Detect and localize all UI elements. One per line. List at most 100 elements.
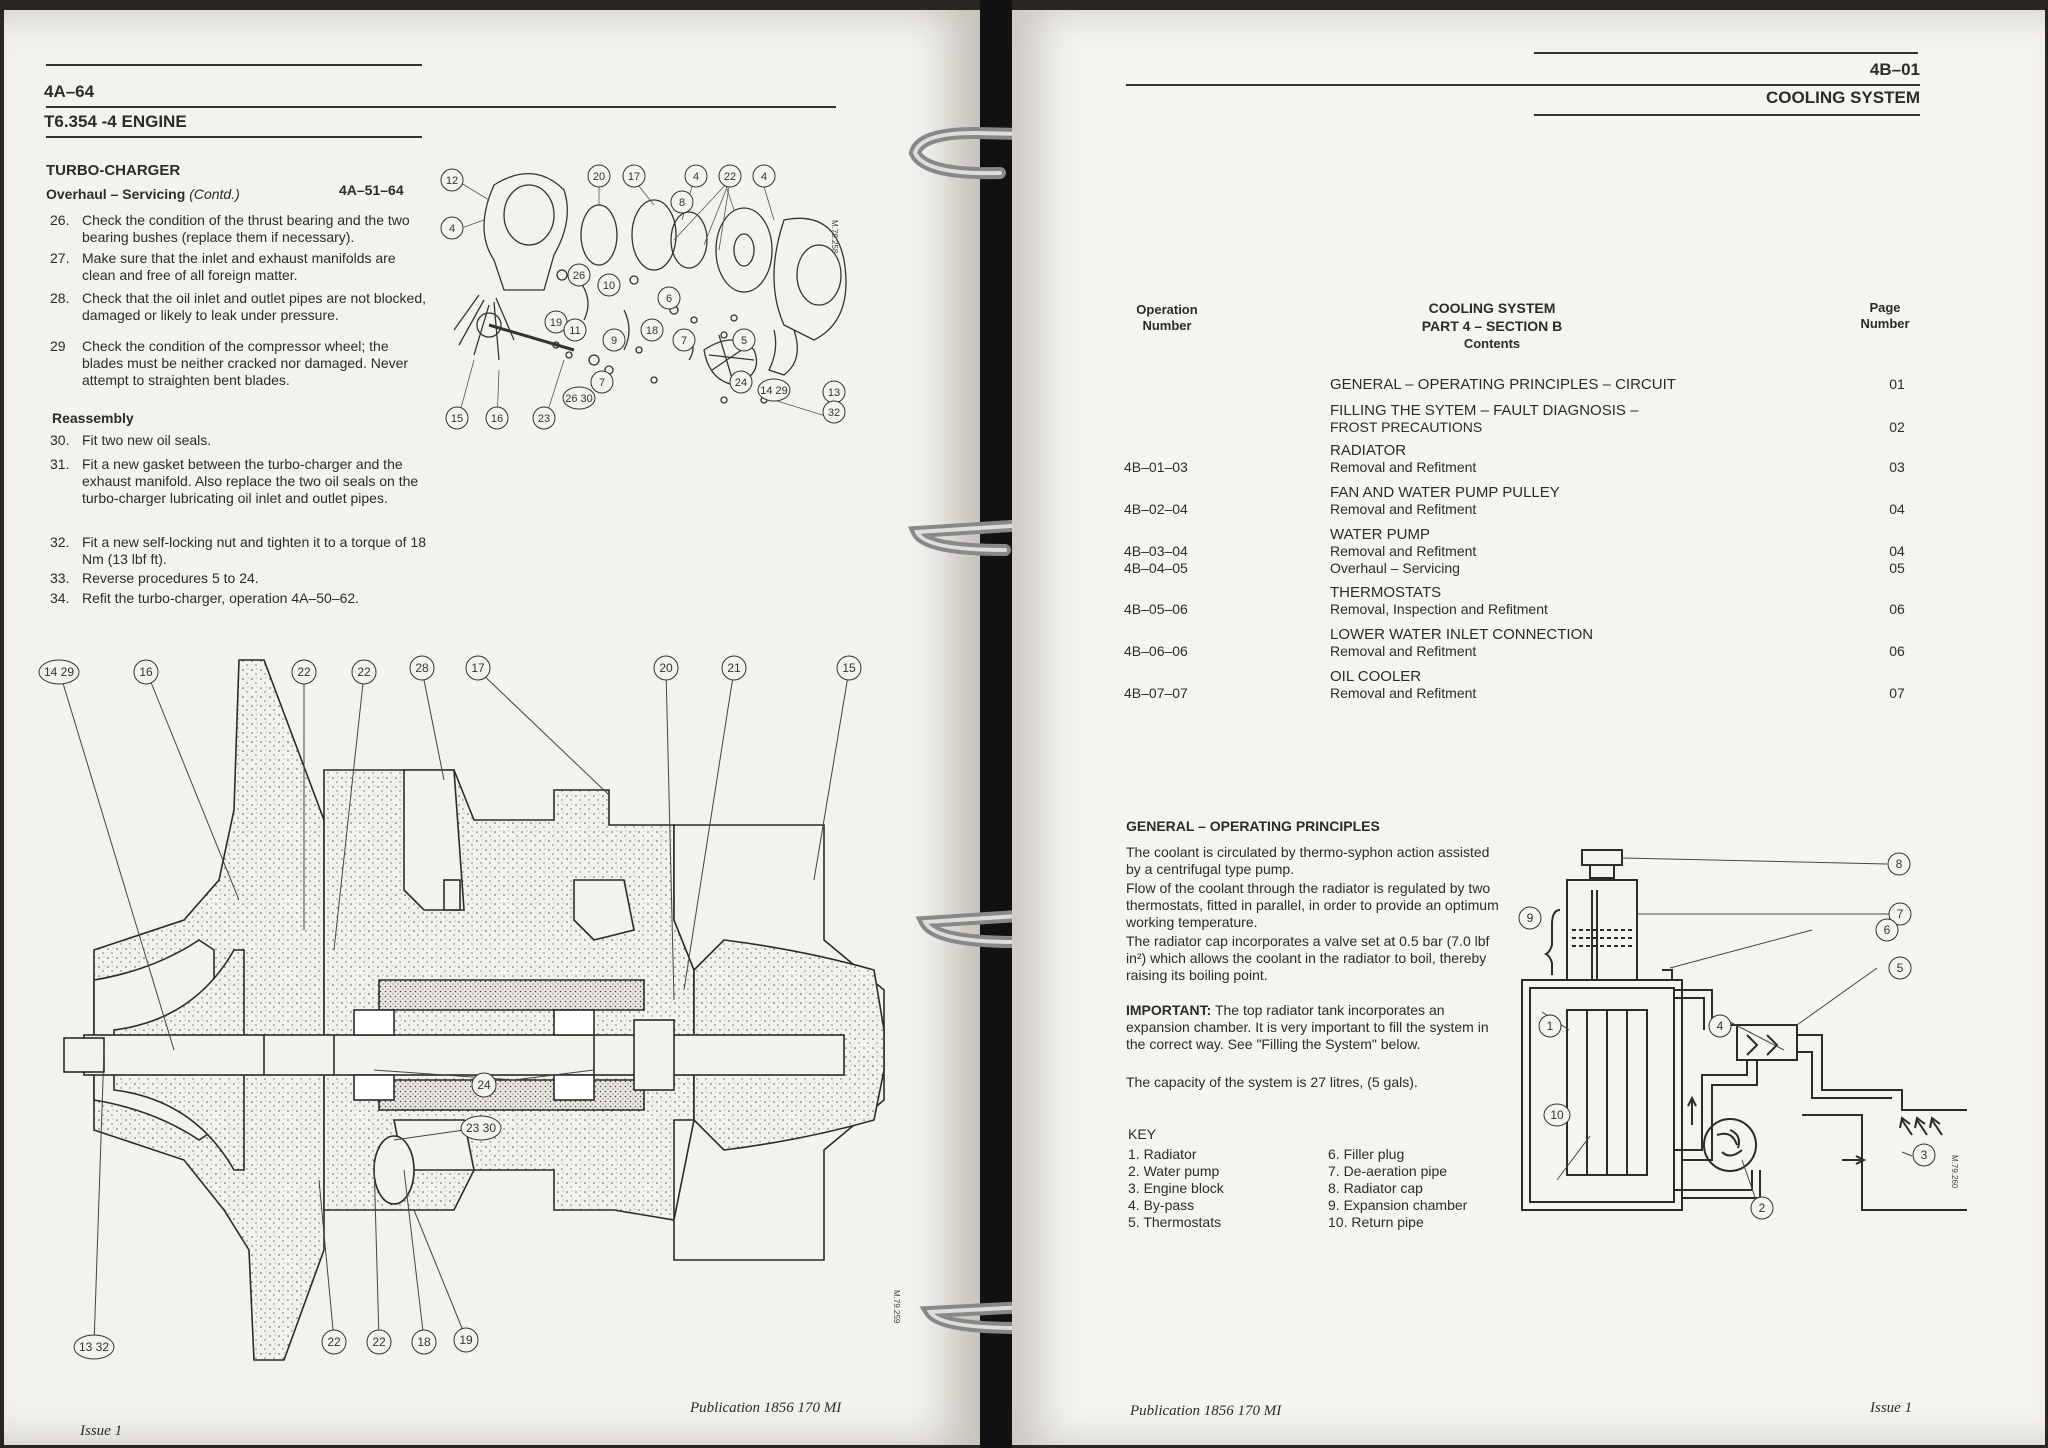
callout-label: 6	[1884, 923, 1891, 937]
callout-label: 24	[735, 377, 747, 389]
capacity-note: The capacity of the system is 27 litres,…	[1126, 1074, 1418, 1090]
callout-circle	[485, 406, 509, 430]
diagram-code: M.79.259	[892, 1290, 901, 1324]
callout-circle	[1888, 956, 1912, 980]
callout-label: 7	[1897, 907, 1904, 921]
callout-circle	[822, 400, 846, 424]
binder-ring	[919, 1298, 1091, 1334]
callout-label: 13	[828, 387, 840, 399]
callout-circle	[757, 378, 791, 402]
callout-label: 17	[628, 171, 640, 183]
callout-circle	[590, 370, 614, 394]
callout-label: 18	[417, 1335, 431, 1349]
toc-page-number: 05	[1889, 560, 1905, 576]
toc-page-number: 06	[1889, 601, 1905, 617]
callout-label: 22	[357, 665, 371, 679]
callout-circle	[597, 273, 621, 297]
callout-label: 15	[842, 661, 856, 675]
callout-label: 7	[681, 335, 687, 347]
callout-circle	[471, 1072, 497, 1098]
key-item: 5. Thermostats	[1128, 1214, 1222, 1230]
callout-circle	[640, 318, 664, 342]
toc-title: Removal and Refitment	[1330, 685, 1477, 701]
step-text: Check that the oil inlet and outlet pipe…	[82, 290, 426, 323]
issue-number: Issue 1	[80, 1423, 123, 1439]
callout-circle	[445, 406, 469, 430]
step-number: 33.	[50, 570, 70, 586]
callout-circle	[602, 328, 626, 352]
general-heading: GENERAL – OPERATING PRINCIPLES	[1126, 818, 1380, 834]
callout-label: 14 29	[760, 385, 788, 397]
step-number: 28.	[50, 290, 70, 306]
callout-circle	[653, 655, 679, 681]
toc-title-line2: PART 4 – SECTION B	[1421, 318, 1563, 334]
callout-label: 5	[741, 335, 747, 347]
key-heading: KEY	[1128, 1126, 1157, 1142]
callout-circle	[587, 164, 611, 188]
callout-label: 4	[1717, 1019, 1724, 1033]
callout-circle	[411, 1329, 437, 1355]
header-rule	[46, 136, 422, 138]
callout-label: 23 30	[466, 1121, 496, 1135]
toc-page-header: Page Number	[1860, 300, 1910, 331]
callout-label: 14 29	[44, 665, 74, 679]
binder-ring	[907, 516, 1081, 556]
callout-circle	[732, 328, 756, 352]
callout-circle	[440, 168, 464, 192]
header-rule	[1534, 114, 1920, 116]
callout-circle	[1875, 918, 1899, 942]
key-item: 3. Engine block	[1128, 1180, 1224, 1196]
callout-label: 20	[593, 171, 605, 183]
toc-page-number: 01	[1889, 376, 1905, 392]
toc-title: LOWER WATER INLET CONNECTION	[1330, 626, 1594, 643]
left-page: 4A–64 T6.354 -4 ENGINE TURBO-CHARGER Ove…	[4, 10, 980, 1445]
callout-circle	[366, 1329, 392, 1355]
step-text: Check the condition of the compressor wh…	[82, 338, 409, 388]
callout-circle	[567, 263, 591, 287]
callout-label: 5	[1897, 961, 1904, 975]
binder-ring	[915, 906, 1086, 948]
callout-circle	[453, 1327, 479, 1353]
callout-circle	[440, 216, 464, 240]
callout-label: 22	[327, 1335, 341, 1349]
toc-title: FAN AND WATER PUMP PULLEY	[1330, 484, 1560, 501]
callout-circle	[409, 655, 435, 681]
callout-circle	[1888, 902, 1912, 926]
callout-label: 2	[1759, 1201, 1766, 1215]
toc-title-line1: COOLING SYSTEM	[1428, 300, 1556, 316]
callout-label: 19	[550, 317, 562, 329]
callout-label: 22	[297, 665, 311, 679]
toc-page-number: 06	[1889, 643, 1905, 659]
key-item: 4. By-pass	[1128, 1197, 1195, 1213]
callout-circle	[351, 659, 377, 685]
engine-title: T6.354 -4 ENGINE	[44, 112, 187, 131]
callout-circle	[1708, 1014, 1732, 1038]
callout-label: 24	[477, 1078, 491, 1092]
header-rule	[1534, 52, 1918, 54]
callout-circle	[718, 164, 742, 188]
step-number: 26.	[50, 212, 70, 228]
binder-ring	[908, 126, 1081, 180]
toc-page-number: 04	[1889, 501, 1905, 517]
toc-title: Removal, Inspection and Refitment	[1330, 601, 1548, 617]
callout-circle	[465, 655, 491, 681]
paragraph-2: Flow of the coolant through the radiator…	[1126, 880, 1499, 930]
callout-label: 19	[459, 1333, 473, 1347]
callout-circle	[1518, 906, 1542, 930]
callout-circle	[291, 659, 317, 685]
toc-title: THERMOSTATS	[1330, 584, 1442, 601]
toc-title: GENERAL – OPERATING PRINCIPLES – CIRCUIT	[1330, 376, 1676, 393]
key-item: 8. Radiator cap	[1328, 1180, 1423, 1196]
callout-label: 4	[449, 223, 455, 235]
callout-label: 10	[603, 280, 615, 292]
callout-label: 10	[1550, 1108, 1564, 1122]
step-text: Fit a new self-locking nut and tighten i…	[82, 534, 426, 567]
step-text: Fit a new gasket between the turbo-charg…	[82, 456, 419, 506]
toc-operation-number: 4B–05–06	[1124, 601, 1188, 617]
callout-circle	[1538, 1014, 1562, 1038]
callout-label: 6	[666, 293, 672, 305]
operation-ref: 4A–51–64	[339, 182, 404, 198]
callout-label: 28	[415, 661, 429, 675]
subsection-heading: Overhaul – Servicing (Contd.)	[46, 186, 240, 202]
